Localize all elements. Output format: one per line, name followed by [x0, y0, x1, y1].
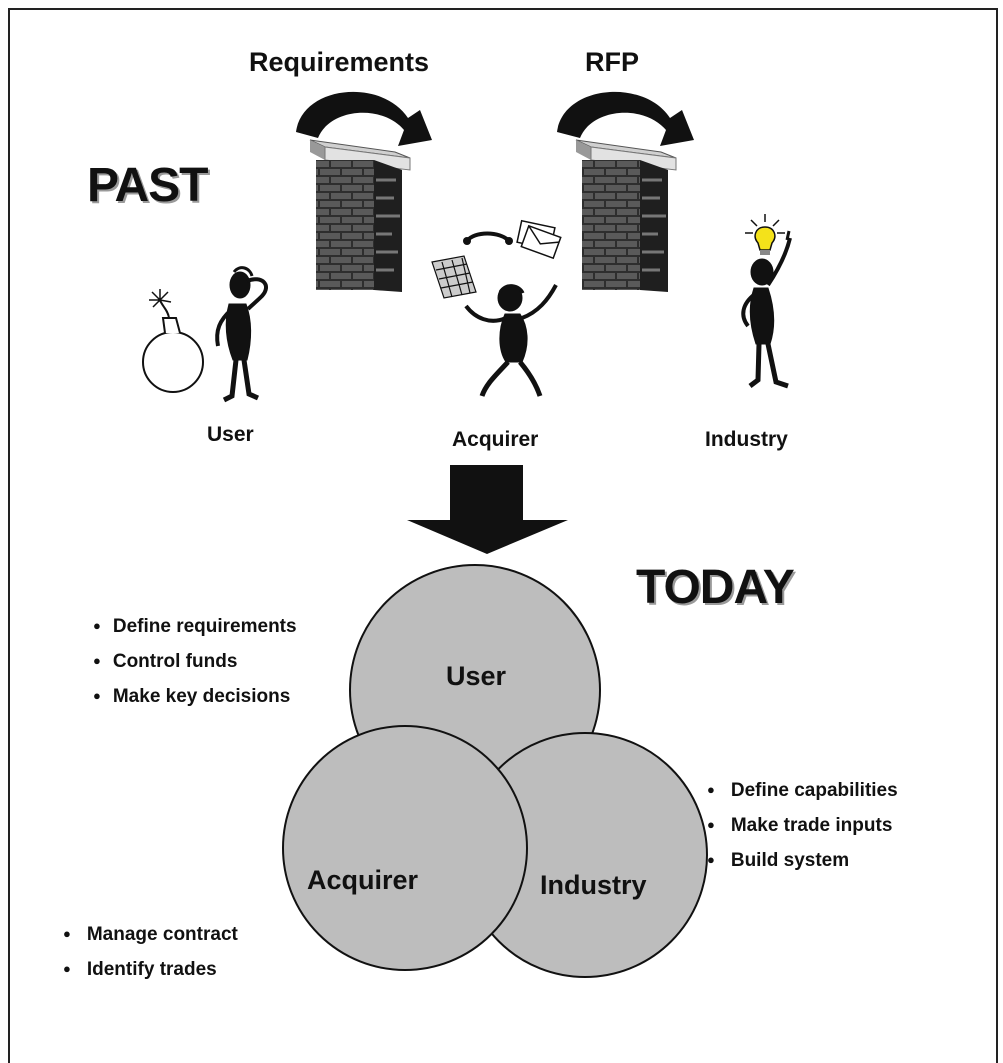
list-item: Control funds	[93, 643, 297, 678]
envelopes-icon	[516, 219, 562, 260]
keyboard-icon	[431, 255, 477, 299]
user-figure-icon	[215, 266, 268, 403]
list-item: Identify trades	[63, 951, 238, 986]
list-item: Define requirements	[93, 608, 297, 643]
industry-circle-label: Industry	[540, 870, 647, 900]
rfp-label: RFP	[585, 47, 639, 77]
acquirer-figure-icon	[464, 284, 558, 397]
user-role-label: User	[207, 423, 254, 446]
requirements-arrow	[296, 91, 432, 146]
acquirer-role-label: Acquirer	[452, 428, 539, 451]
list-item: Define capabilities	[707, 772, 898, 807]
list-item: Make trade inputs	[707, 807, 898, 842]
lightbulb-icon	[745, 214, 785, 255]
venn-diagram	[282, 564, 708, 978]
industry-role-label: Industry	[705, 428, 788, 451]
phone-icon	[463, 231, 513, 245]
user-circle-label: User	[446, 661, 507, 691]
past-heading: PAST	[87, 159, 208, 212]
bomb-icon	[142, 289, 204, 393]
industry-figure-icon	[741, 230, 792, 389]
industry-duties-list: Define capabilities Make trade inputs Bu…	[707, 772, 898, 877]
acquirer-circle	[282, 725, 528, 971]
acquirer-circle-label: Acquirer	[307, 865, 419, 895]
acquirer-duties-list: Manage contract Identify trades	[63, 916, 238, 986]
list-item: Manage contract	[63, 916, 238, 951]
list-item: Build system	[707, 842, 898, 877]
today-heading: TODAY	[636, 561, 795, 614]
rfp-wall	[575, 139, 677, 292]
user-duties-list: Define requirements Control funds Make k…	[93, 608, 297, 713]
requirements-wall	[309, 139, 411, 292]
diagram-frame	[8, 8, 998, 1063]
transition-arrow	[407, 465, 568, 554]
rfp-arrow	[557, 91, 694, 146]
requirements-label: Requirements	[249, 47, 430, 77]
list-item: Make key decisions	[93, 678, 297, 713]
